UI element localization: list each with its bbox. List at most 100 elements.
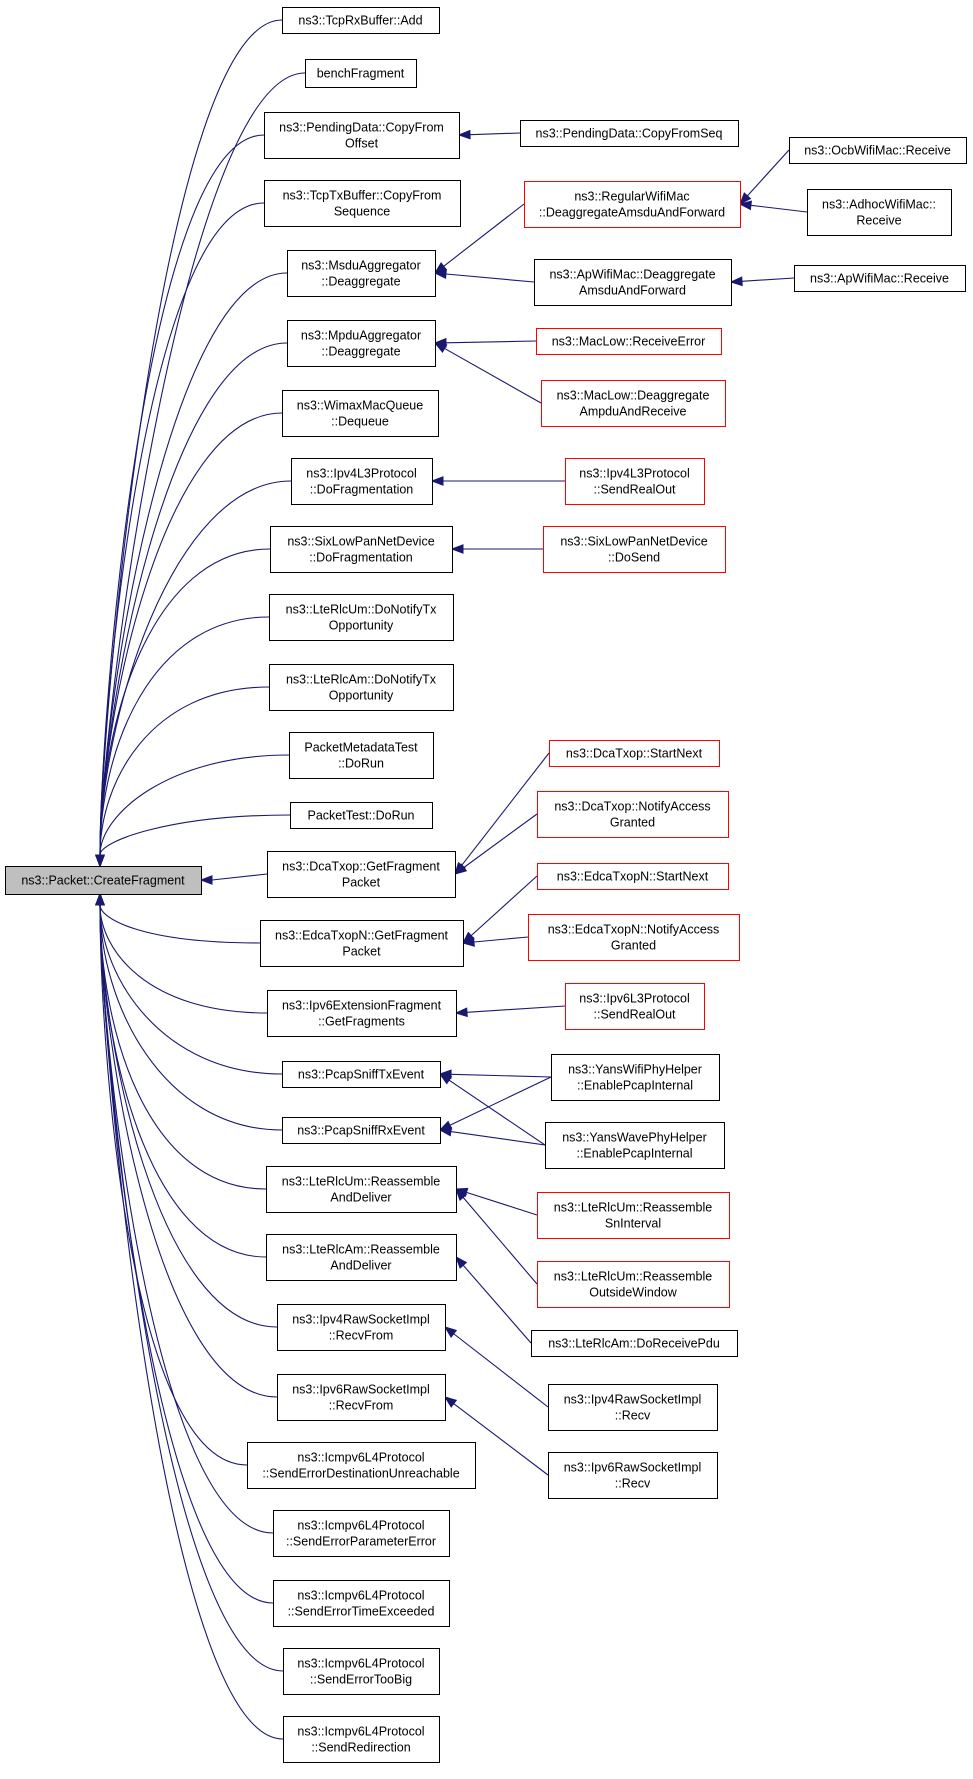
node-box bbox=[267, 851, 456, 898]
edge-packetmetadatatest_dorun-to-root bbox=[95, 754, 290, 868]
node-pcapsniffrxevent[interactable]: ns3::PcapSniffRxEvent bbox=[282, 1117, 441, 1144]
node-box bbox=[277, 1374, 446, 1421]
node-box bbox=[287, 320, 436, 367]
node-label-line: ns3::DcaTxop::NotifyAccess bbox=[554, 800, 710, 814]
edge-line bbox=[99, 904, 283, 1075]
node-label-line: ns3::MacLow::Deaggregate bbox=[557, 389, 710, 403]
edge-line bbox=[99, 904, 267, 1258]
edge-tcprxbuffer_add-to-root bbox=[95, 19, 283, 868]
edge-line bbox=[445, 273, 535, 283]
node-box bbox=[545, 1122, 725, 1169]
node-label-line: ns3::WimaxMacQueue bbox=[297, 399, 423, 413]
edge-apwifimac_deaggregateamsduandforward-to-msduaggregator_deaggregate bbox=[433, 269, 535, 283]
node-label-line: AmpduAndReceive bbox=[579, 405, 686, 419]
node-label-line: ns3::Ipv4RawSocketImpl bbox=[564, 1393, 702, 1407]
node-icmpv6l4protocol_sendredirection[interactable]: ns3::Icmpv6L4Protocol::SendRedirection bbox=[283, 1716, 440, 1763]
edge-yanswavephyhelper_enablepcapinternal-to-pcapsnifftxevent bbox=[438, 1073, 546, 1146]
node-ipv4rawsocketimpl_recvfrom[interactable]: ns3::Ipv4RawSocketImpl::RecvFrom bbox=[277, 1304, 446, 1351]
node-ipv4l3protocol_dofragmentation[interactable]: ns3::Ipv4L3Protocol::DoFragmentation bbox=[291, 458, 433, 505]
edge-icmpv6l4protocol_senderrordestinationunreachable-to-root bbox=[95, 892, 248, 1466]
node-apwifimac_receive[interactable]: ns3::ApWifiMac::Receive bbox=[794, 265, 966, 292]
node-yanswavephyhelper_enablepcapinternal[interactable]: ns3::YansWavePhyHelper::EnablePcapIntern… bbox=[545, 1122, 725, 1169]
node-lterlcam_doreceivepdu[interactable]: ns3::LteRlcAm::DoReceivePdu bbox=[531, 1330, 738, 1357]
edge-line bbox=[453, 1333, 549, 1408]
edge-line bbox=[450, 1073, 552, 1078]
node-label-line: ns3::EdcaTxopN::GetFragment bbox=[275, 929, 449, 943]
node-wimaxmacqueue_dequeue[interactable]: ns3::WimaxMacQueue::Dequeue bbox=[282, 390, 439, 437]
node-label-line: ns3::TcpRxBuffer::Add bbox=[298, 14, 422, 28]
node-label-line: ns3::Ipv4L3Protocol bbox=[579, 467, 690, 481]
edge-line bbox=[746, 149, 790, 197]
node-label-line: PacketTest::DoRun bbox=[308, 809, 415, 823]
edge-tcptxbuffer_copyfromsequence-to-root bbox=[95, 202, 265, 868]
node-box bbox=[289, 732, 434, 779]
node-label-line: ::RecvFrom bbox=[329, 1329, 394, 1343]
node-box bbox=[266, 1234, 457, 1281]
node-label-line: ::Deaggregate bbox=[321, 345, 400, 359]
edge-icmpv6l4protocol_senderrorparametererror-to-root bbox=[95, 892, 274, 1534]
node-mpduaggregator_deaggregate[interactable]: ns3::MpduAggregator::Deaggregate bbox=[287, 320, 436, 367]
node-msduaggregator_deaggregate[interactable]: ns3::MsduAggregator::Deaggregate bbox=[287, 250, 436, 297]
node-box bbox=[290, 802, 433, 829]
node-label-line: ::Recv bbox=[615, 1409, 651, 1423]
edge-line bbox=[469, 132, 521, 136]
node-sixlowpannetdevice_dofragmentation[interactable]: ns3::SixLowPanNetDevice::DoFragmentation bbox=[270, 526, 453, 573]
node-icmpv6l4protocol_senderrortoobig[interactable]: ns3::Icmpv6L4Protocol::SendErrorTooBig bbox=[283, 1648, 440, 1695]
node-adhocwifimac_receive[interactable]: ns3::AdhocWifiMac::Receive bbox=[807, 189, 952, 236]
edge-line bbox=[463, 813, 538, 868]
node-icmpv6l4protocol_senderrorparametererror[interactable]: ns3::Icmpv6L4Protocol::SendErrorParamete… bbox=[273, 1510, 450, 1557]
edge-line bbox=[99, 904, 274, 1604]
node-label-line: ::DoRun bbox=[338, 757, 384, 771]
node-ipv4rawsocketimpl_recv[interactable]: ns3::Ipv4RawSocketImpl::Recv bbox=[548, 1384, 718, 1431]
node-edcatxopn_startnext[interactable]: ns3::EdcaTxopN::StartNext bbox=[537, 863, 729, 890]
edge-line bbox=[99, 616, 270, 856]
node-label-line: Opportunity bbox=[329, 689, 394, 703]
node-benchfragment[interactable]: benchFragment bbox=[305, 59, 417, 88]
node-pendingdata_copyfromseq[interactable]: ns3::PendingData::CopyFromSeq bbox=[520, 120, 739, 147]
node-packettest_dorun[interactable]: PacketTest::DoRun bbox=[290, 802, 433, 829]
node-ipv6l3protocol_sendrealout[interactable]: ns3::Ipv6L3Protocol::SendRealOut bbox=[565, 983, 705, 1030]
arrowhead bbox=[95, 854, 105, 868]
node-tcprxbuffer_add[interactable]: ns3::TcpRxBuffer::Add bbox=[282, 7, 440, 34]
node-sixlowpannetdevice_dosend[interactable]: ns3::SixLowPanNetDevice::DoSend bbox=[543, 526, 726, 573]
node-packetmetadatatest_dorun[interactable]: PacketMetadataTest::DoRun bbox=[289, 732, 434, 779]
node-icmpv6l4protocol_senderrortimeexceeded[interactable]: ns3::Icmpv6L4Protocol::SendErrorTimeExce… bbox=[273, 1580, 450, 1627]
edge-edcatxopn_getfragmentpacket-to-root bbox=[95, 892, 261, 944]
node-label-line: ::Dequeue bbox=[331, 415, 389, 429]
node-label-line: Packet bbox=[342, 945, 381, 959]
node-label-line: ns3::EdcaTxopN::NotifyAccess bbox=[548, 923, 720, 937]
node-icmpv6l4protocol_senderrordestinationunreachable[interactable]: ns3::Icmpv6L4Protocol::SendErrorDestinat… bbox=[247, 1442, 476, 1489]
node-ocbwifimac_receive[interactable]: ns3::OcbWifiMac::Receive bbox=[789, 137, 967, 164]
node-ipv6extensionfragment_getfragments[interactable]: ns3::Ipv6ExtensionFragment::GetFragments bbox=[267, 990, 457, 1037]
node-box bbox=[807, 189, 952, 236]
node-ipv6rawsocketimpl_recvfrom[interactable]: ns3::Ipv6RawSocketImpl::RecvFrom bbox=[277, 1374, 446, 1421]
node-ipv6rawsocketimpl_recv[interactable]: ns3::Ipv6RawSocketImpl::Recv bbox=[548, 1452, 718, 1499]
node-dcatxop_startnext[interactable]: ns3::DcaTxop::StartNext bbox=[549, 740, 720, 767]
node-box bbox=[531, 1330, 738, 1357]
edge-line bbox=[99, 904, 268, 1014]
node-pcapsnifftxevent[interactable]: ns3::PcapSniffTxEvent bbox=[282, 1061, 441, 1088]
node-regularwifimac_deaggregateamsduandforward[interactable]: ns3::RegularWifiMac::DeaggregateAmsduAnd… bbox=[524, 181, 741, 228]
node-label-line: ns3::LteRlcAm::DoReceivePdu bbox=[548, 1337, 720, 1351]
arrowhead bbox=[433, 269, 447, 279]
node-box bbox=[277, 1304, 446, 1351]
node-yanswifiphyhelper_enablepcapinternal[interactable]: ns3::YansWifiPhyHelper::EnablePcapIntern… bbox=[551, 1054, 720, 1101]
node-maclow_receiveerror[interactable]: ns3::MacLow::ReceiveError bbox=[536, 328, 722, 355]
node-apwifimac_deaggregateamsduandforward[interactable]: ns3::ApWifiMac::DeaggregateAmsduAndForwa… bbox=[534, 259, 732, 306]
node-ipv4l3protocol_sendrealout[interactable]: ns3::Ipv4L3Protocol::SendRealOut bbox=[565, 458, 705, 505]
node-box bbox=[534, 259, 732, 306]
edge-line bbox=[473, 936, 529, 943]
